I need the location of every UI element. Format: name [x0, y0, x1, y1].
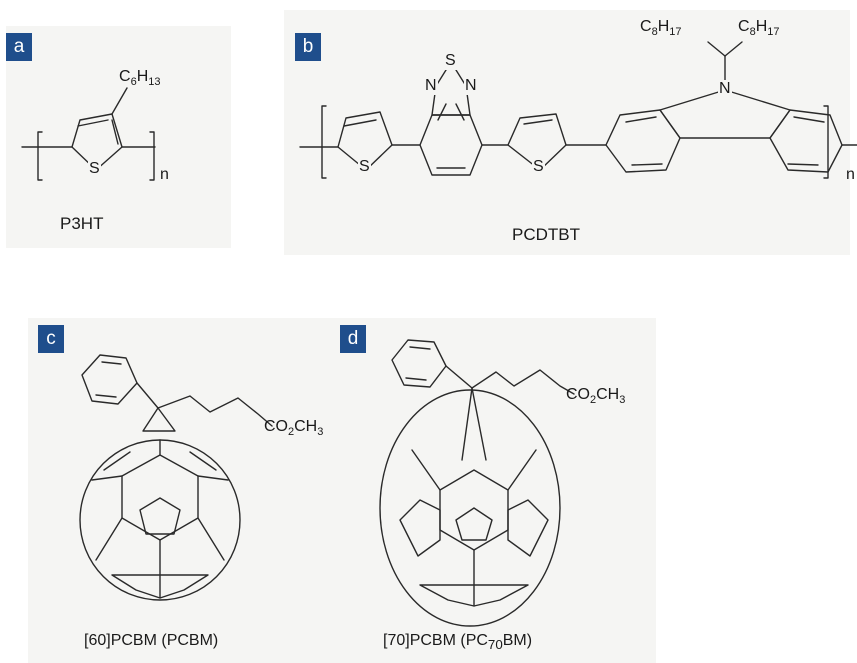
pcdtbt-structure	[299, 41, 857, 179]
pcdtbt-caption: PCDTBT	[512, 225, 580, 244]
pc60bm-caption: [60]PCBM (PCBM)	[84, 632, 219, 649]
thiadiazole-sulfur-label: S	[444, 52, 457, 70]
thiophene-right-sulfur-label: S	[532, 158, 545, 176]
hexyl-substituent-text: C6H13	[119, 68, 161, 89]
panel-c-background	[28, 318, 338, 663]
panel-b-badge: b	[295, 33, 321, 61]
panel-b-background	[284, 10, 850, 255]
pc70bm-caption: [70]PCBM (PC70BM)	[383, 632, 533, 653]
panel-d-background	[336, 318, 656, 663]
pc70bm-ester-label: CO2CH3	[566, 386, 626, 407]
pc60bm-ester-label: CO2CH3	[264, 418, 324, 439]
panel-d-badge: d	[340, 325, 366, 353]
pc60bm-structure	[79, 354, 273, 601]
side-chain-left-label: C8H17	[640, 18, 682, 39]
thiadiazole-nitrogen-left-label: N	[424, 77, 438, 95]
p3ht-repeat-n: n	[160, 166, 169, 183]
pc70bm-structure	[379, 339, 575, 627]
panel-c-badge: c	[38, 325, 64, 353]
p3ht-caption: P3HT	[60, 214, 104, 233]
side-chain-right-label: C8H17	[738, 18, 780, 39]
thiophene-left-sulfur-label: S	[358, 158, 371, 176]
panel-a-badge: a	[6, 33, 32, 61]
thiadiazole-nitrogen-right-label: N	[464, 77, 478, 95]
pcdtbt-repeat-n: n	[846, 166, 855, 183]
hexyl-substituent-label: C6H13	[119, 68, 161, 88]
carbazole-nitrogen-label: N	[718, 80, 732, 98]
p3ht-sulfur-label: S	[88, 160, 101, 178]
